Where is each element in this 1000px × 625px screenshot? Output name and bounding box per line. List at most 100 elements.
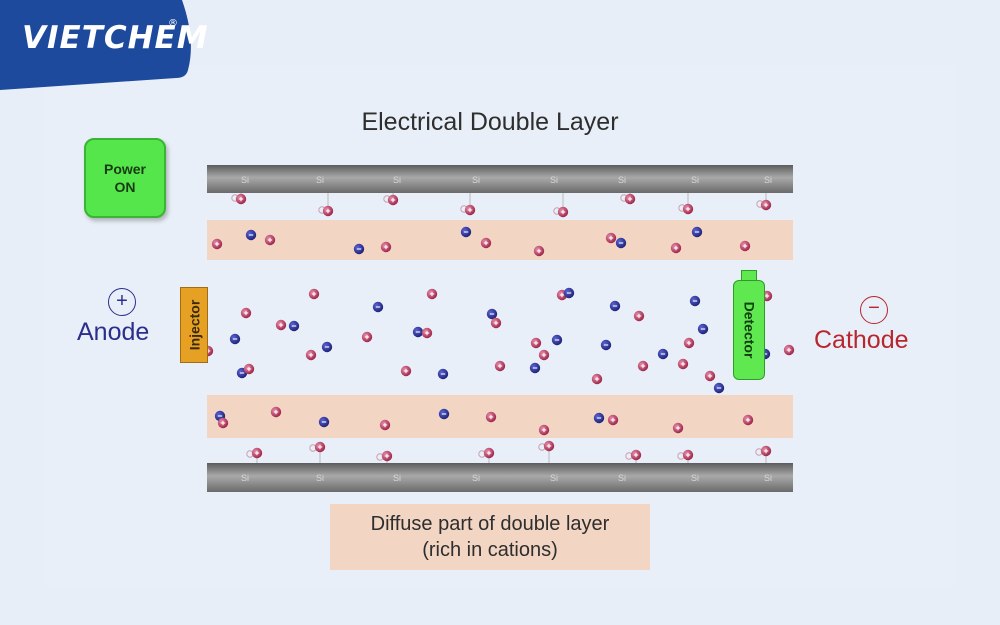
cation [243,363,255,375]
cation [275,319,287,331]
si-atom-label: Si [316,473,324,483]
wall-fixed-charges [231,193,772,463]
si-atom-label: Si [393,175,401,185]
logo-registered-mark: ® [168,18,178,29]
si-atom-label: Si [550,175,558,185]
cation [381,450,393,462]
anion [600,339,612,351]
si-atom-label: Si [472,473,480,483]
si-atom-label: Si [764,473,772,483]
cation [217,417,229,429]
anion [321,341,333,353]
cation [760,199,772,211]
ions [202,226,795,436]
anion [593,412,605,424]
cation [264,234,276,246]
cation [322,205,334,217]
capillary-wall-top [207,165,793,193]
anion [657,348,669,360]
cation [485,411,497,423]
cation [211,238,223,250]
cation [783,344,795,356]
cation [494,360,506,372]
diffuse-caption-line2: (rich in cations) [422,539,558,561]
cation [633,310,645,322]
cation [683,337,695,349]
detector: Detector [733,280,765,380]
cation [251,447,263,459]
anion [438,408,450,420]
anion [689,295,701,307]
vietchem-logo [0,0,191,90]
cation [480,237,492,249]
si-atom-label: Si [241,473,249,483]
cation [400,365,412,377]
anion [372,301,384,313]
cation [464,204,476,216]
cation [670,242,682,254]
anode-plus-icon: + [108,288,136,316]
anion [615,237,627,249]
cation [314,441,326,453]
si-atom-label: Si [241,175,249,185]
cation [380,241,392,253]
anion [412,326,424,338]
cation [538,349,550,361]
cation [677,358,689,370]
cation [607,414,619,426]
si-atom-label: Si [393,473,401,483]
cation [682,203,694,215]
cation [543,440,555,452]
cation [672,422,684,434]
cation [308,288,320,300]
cation [637,360,649,372]
cation [421,327,433,339]
cation [387,194,399,206]
detector-cap [741,270,757,283]
anion [551,334,563,346]
power-on-button[interactable]: Power ON [84,138,166,218]
si-atom-label: Si [691,175,699,185]
diffuse-layer-caption: Diffuse part of double layer (rich in ca… [330,504,650,570]
si-atom-label: Si [472,175,480,185]
cation [270,406,282,418]
cation [557,206,569,218]
cation [426,288,438,300]
anion [697,323,709,335]
diagram-title: Electrical Double Layer [361,108,619,136]
cation [530,337,542,349]
cation [361,331,373,343]
diffuse-layer-top [207,220,793,260]
anion [437,368,449,380]
cation [305,349,317,361]
anion [691,226,703,238]
anion [353,243,365,255]
injector-label: Injector [186,299,203,351]
anion [288,320,300,332]
injector: Injector [180,287,208,363]
cation [605,232,617,244]
cation [682,449,694,461]
anode-label: Anode [77,318,150,346]
si-atom-label: Si [764,175,772,185]
cation [235,193,247,205]
si-atom-label: Si [618,473,626,483]
power-button-line1: Power [103,161,146,177]
capillary-wall-bottom [207,463,793,492]
cation [704,370,716,382]
cation [630,449,642,461]
cation [538,424,550,436]
cation [739,240,751,252]
cation [760,445,772,457]
si-atom-label: Si [618,175,626,185]
anion [245,229,257,241]
anion [318,416,330,428]
cation [624,193,636,205]
anion [229,333,241,345]
anion [713,382,725,394]
diffuse-layer-bottom [207,395,793,438]
anion [529,362,541,374]
cation [483,447,495,459]
cathode-label: Cathode [814,326,909,354]
